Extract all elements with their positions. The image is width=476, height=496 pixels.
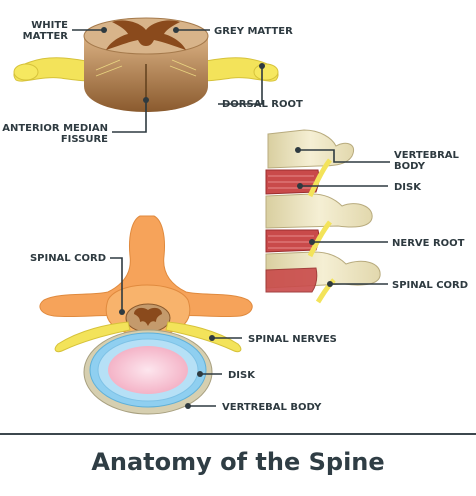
top-view-leaders bbox=[110, 257, 242, 409]
label-grey-matter: GREY MATTER bbox=[214, 26, 293, 37]
label-nerve-root: NERVE ROOT bbox=[392, 238, 465, 249]
label-vertebral-body-2: BODY bbox=[394, 161, 426, 172]
vertebra-1-body bbox=[267, 129, 354, 169]
label-anterior-2: FISSURE bbox=[61, 134, 108, 145]
right-root-ganglion bbox=[253, 63, 279, 81]
cord-cross-section bbox=[13, 17, 279, 112]
disk-nucleus bbox=[108, 346, 188, 394]
grey-matter-shape bbox=[106, 20, 186, 50]
cross-section-leaders bbox=[72, 27, 265, 133]
spinal-nerve-right bbox=[165, 321, 242, 353]
vertebra-2-body bbox=[265, 193, 373, 229]
left-root-ganglion bbox=[13, 63, 39, 81]
page-title: Anatomy of the Spine bbox=[91, 448, 385, 476]
label-anterior-1: ANTERIOR MEDIAN bbox=[2, 123, 108, 134]
column-leaders bbox=[295, 147, 390, 287]
spinal-nerve-left bbox=[54, 321, 131, 353]
label-column-spinal-cord: SPINAL CORD bbox=[392, 280, 468, 291]
label-spinal-nerves: SPINAL NERVES bbox=[248, 334, 337, 345]
label-vertebral-body: VERTREBAL BODY bbox=[222, 402, 322, 413]
spine-anatomy-diagram: WHITE MATTER GREY MATTER DORSAL ROOT ANT… bbox=[2, 17, 468, 415]
label-column-disk: DISK bbox=[394, 182, 422, 193]
label-dorsal-root: DORSAL ROOT bbox=[222, 99, 303, 110]
label-vertebral-body-1: VERTEBRAL bbox=[394, 150, 460, 161]
canal-grey-matter bbox=[134, 307, 162, 326]
column-nerve-root-2 bbox=[307, 220, 332, 258]
column-side-view bbox=[265, 129, 381, 304]
disk-3 bbox=[265, 267, 318, 293]
label-top-disk: DISK bbox=[228, 370, 256, 381]
label-top-spinal-cord: SPINAL CORD bbox=[30, 253, 106, 264]
vertebra-top-view bbox=[39, 215, 253, 415]
label-white-matter-1: WHITE bbox=[31, 20, 68, 31]
label-white-matter-2: MATTER bbox=[23, 31, 69, 42]
column-nerve-root-1 bbox=[307, 158, 332, 198]
caption-divider bbox=[0, 433, 476, 435]
